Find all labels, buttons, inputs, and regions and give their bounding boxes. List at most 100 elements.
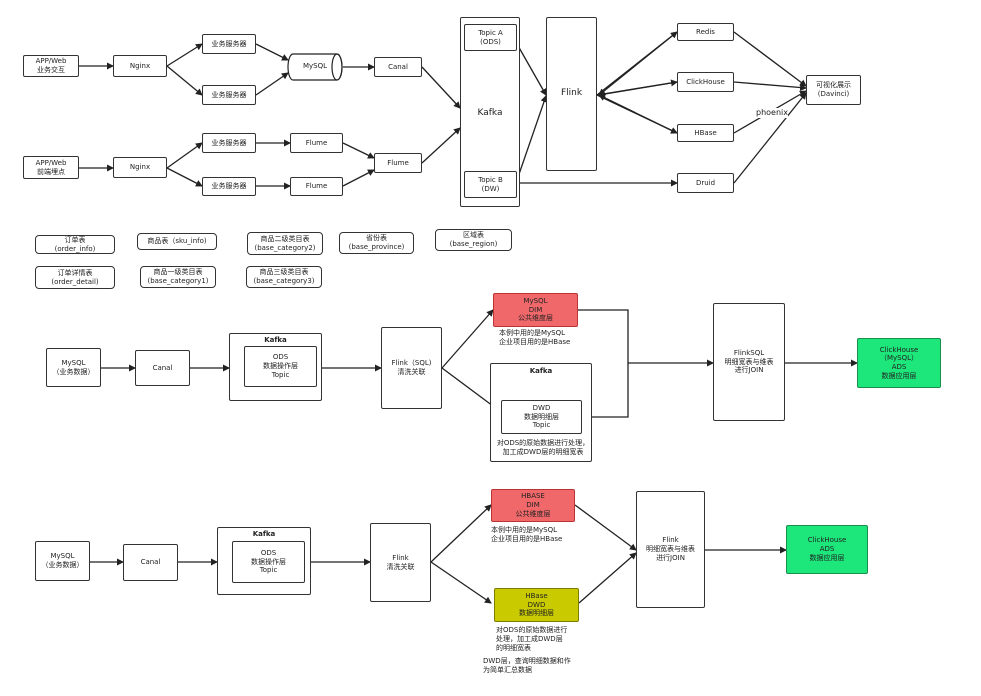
canal-node[interactable]: Canal xyxy=(123,544,178,581)
mysql-source-node[interactable]: MySQL（业务数据） xyxy=(46,348,101,387)
app-web-interaction-node[interactable]: APP/Web 业务交互 xyxy=(23,55,79,77)
node-line: 商品二级类目表 xyxy=(260,234,310,243)
node-line: Topic xyxy=(532,421,551,430)
node-label: HBase xyxy=(694,128,717,137)
node-line: (base_category1) xyxy=(147,277,209,285)
node-line: HBASE xyxy=(521,492,545,501)
node-line: 公共维度层 xyxy=(515,509,551,518)
table-box[interactable]: 商品一级类目表(base_category1) xyxy=(140,266,216,288)
nginx-node[interactable]: Nginx xyxy=(113,157,167,178)
flink-sql-node[interactable]: Flink（SQL)清洗关联 xyxy=(381,327,442,409)
table-box[interactable]: 订单详情表(order_detail) xyxy=(35,266,115,289)
note-line: 对ODS的原始数据进行 xyxy=(496,626,568,634)
node-line: Topic A xyxy=(478,29,503,38)
mysql-source-node[interactable]: MySQL（业务数据） xyxy=(35,541,90,581)
dwd-note: 对ODS的原始数据进行处理，加工成DWD层的明细宽表 xyxy=(496,626,567,653)
flume-node[interactable]: Flume xyxy=(290,133,343,153)
node-line: 订单表 xyxy=(64,235,86,244)
business-server-node[interactable]: 业务服务器 xyxy=(202,133,256,153)
business-server-node[interactable]: 业务服务器 xyxy=(202,177,256,196)
kafka-label: Kafka xyxy=(477,108,503,118)
node-line: ODS xyxy=(260,548,277,557)
node-line: 明细宽表与维表 xyxy=(724,357,774,366)
topic-b-node[interactable]: Topic B (DW) xyxy=(464,171,517,198)
flume-aggregator-node[interactable]: Flume xyxy=(374,153,422,173)
node-label: Nginx xyxy=(129,163,151,172)
table-box[interactable]: 省份表(base_province) xyxy=(339,232,414,254)
canal-node[interactable]: Canal xyxy=(135,350,190,386)
druid-node[interactable]: Druid xyxy=(677,173,734,193)
note-line: 企业项目用的是HBase xyxy=(491,535,563,544)
node-line: 进行JOIN xyxy=(656,553,685,562)
flume-node[interactable]: Flume xyxy=(290,177,343,196)
node-line: 订单详情表 xyxy=(57,268,93,277)
nginx-node[interactable]: Nginx xyxy=(113,55,167,77)
canal-node[interactable]: Canal xyxy=(374,57,422,77)
node-line: APP/Web xyxy=(35,158,67,167)
clickhouse-node[interactable]: ClickHouse xyxy=(677,72,734,92)
container-title: Kafka xyxy=(252,530,276,538)
node-line: (order_detail) xyxy=(51,277,99,286)
node-line: ADS xyxy=(819,545,835,554)
visualization-node[interactable]: 可视化展示 (Davinci) xyxy=(806,75,861,105)
node-line: ClickHouse xyxy=(879,345,919,354)
hbase-node[interactable]: HBase xyxy=(677,124,734,142)
table-box[interactable]: 订单表(order_info) xyxy=(35,235,115,254)
business-server-node[interactable]: 业务服务器 xyxy=(202,85,256,105)
node-line: 数据明细层 xyxy=(524,412,559,421)
node-line: 进行JOIN xyxy=(734,366,764,375)
note-line: 对ODS的原始数据进行处理， xyxy=(496,439,590,447)
redis-node[interactable]: Redis xyxy=(677,23,734,41)
node-line: (DW) xyxy=(481,184,500,193)
node-line: 明细宽表与维表 xyxy=(646,545,695,554)
note-line: 加工成DWD层的明细宽表 xyxy=(502,448,584,457)
node-line: （业务数据） xyxy=(52,367,95,376)
node-label: Nginx xyxy=(129,61,151,70)
node-line: 前端埋点 xyxy=(37,167,65,176)
node-line: APP/Web xyxy=(35,57,67,66)
table-box[interactable]: 区域表(base_region) xyxy=(435,229,512,251)
node-label: Druid xyxy=(695,178,716,187)
node-line: (base_province) xyxy=(348,243,405,251)
node-line: MySQL xyxy=(50,552,75,561)
table-box[interactable]: 商品表（sku_info) xyxy=(137,233,217,250)
node-line: (Davinci) xyxy=(817,90,850,98)
table-box[interactable]: 商品三级类目表(base_category3) xyxy=(246,266,322,288)
node-line: DIM xyxy=(528,305,543,314)
node-label: ClickHouse xyxy=(686,77,725,86)
note-line: 本例中用的是MySQL xyxy=(491,526,558,534)
mysql-label: MySQL xyxy=(302,62,328,70)
business-server-node[interactable]: 业务服务器 xyxy=(202,34,256,54)
flink-node[interactable]: Flink xyxy=(546,17,597,171)
node-line: 清洗关联 xyxy=(386,562,415,571)
node-line: (base_category2) xyxy=(254,243,316,252)
node-line: FlinkSQL xyxy=(733,348,765,357)
node-line: DIM xyxy=(526,501,540,510)
node-line: 区域表 xyxy=(463,231,484,240)
topic-a-node[interactable]: Topic A (ODS) xyxy=(464,24,517,51)
note-line: 为简单汇总数据 xyxy=(483,666,532,675)
container-title: Kafka xyxy=(529,367,553,375)
node-line: MySQL xyxy=(61,358,86,367)
node-line: MySQL xyxy=(523,296,548,305)
table-box[interactable]: 商品二级类目表(base_category2) xyxy=(247,232,323,255)
node-label: Flink xyxy=(560,88,583,99)
app-web-tracking-node[interactable]: APP/Web 前端埋点 xyxy=(23,156,79,179)
phoenix-label: phoenix xyxy=(756,108,788,119)
node-line: 数据应用层 xyxy=(881,371,917,380)
node-line: （业务数据） xyxy=(41,561,84,569)
